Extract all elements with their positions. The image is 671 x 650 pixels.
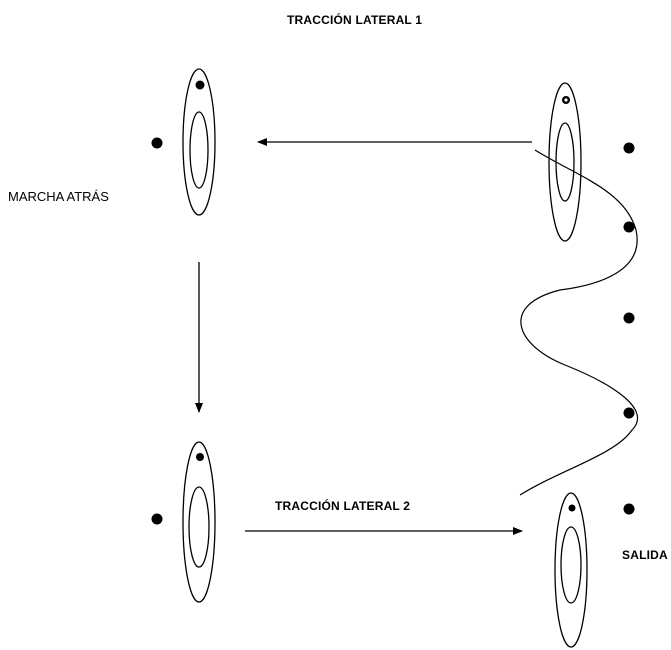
cone-top-right [548, 82, 582, 242]
dot-left-top [151, 137, 163, 149]
weave-path [519, 149, 639, 496]
cone-top-left [182, 68, 216, 216]
label-marcha-atras: MARCHA ATRÁS [8, 189, 109, 204]
dot-right-1 [623, 142, 635, 154]
dot-right-3 [623, 312, 635, 324]
dot-right-5 [623, 503, 635, 515]
dot-left-bottom [151, 513, 163, 525]
label-salida: SALIDA [622, 548, 668, 562]
cone-bottom-left [182, 441, 216, 603]
label-traccion-lateral-2: TRACCIÓN LATERAL 2 [275, 499, 411, 513]
dot-right-4 [623, 407, 635, 419]
cone-bottom-right [554, 492, 588, 648]
dot-right-2 [623, 221, 635, 233]
label-traccion-lateral-1: TRACCIÓN LATERAL 1 [287, 13, 423, 27]
